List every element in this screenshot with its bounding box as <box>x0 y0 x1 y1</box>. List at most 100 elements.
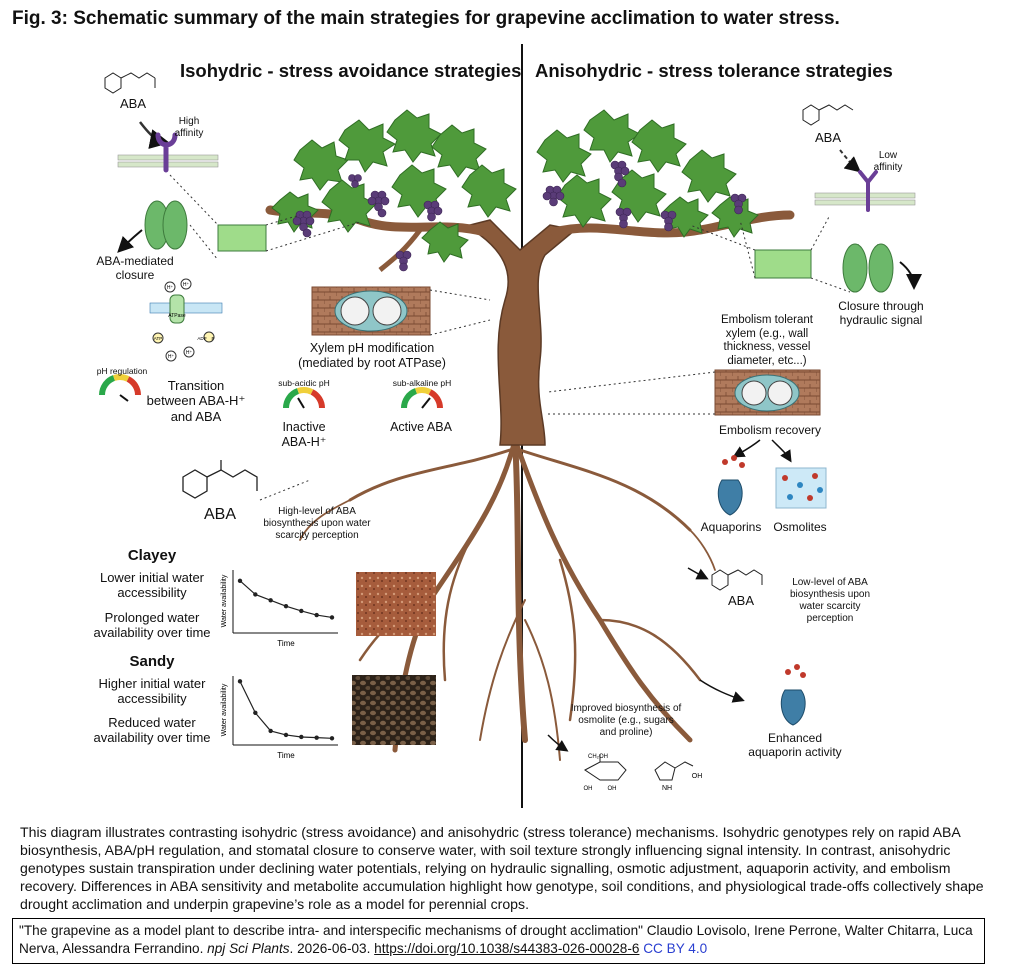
receptor-high-affinity-icon <box>155 132 178 173</box>
ph-gauge-acidic-icon <box>282 387 325 409</box>
aba-mediated-closure-label: ABA-mediated closure <box>96 254 174 283</box>
receptor-low-affinity-icon <box>858 170 878 212</box>
xylem-section-left-icon <box>311 286 431 336</box>
sandy-point-7 <box>329 736 335 741</box>
sandy-title: Sandy <box>129 653 175 670</box>
sandy-xlabel: Time <box>277 751 295 760</box>
sandy-line1: Higher initial water accessibility <box>98 676 206 707</box>
clayey-xlabel: Time <box>277 639 295 648</box>
atp-label: ATP <box>154 336 162 341</box>
citation-text: "The grapevine as a model plant to descr… <box>19 923 973 956</box>
aba-label-left: ABA <box>119 96 146 111</box>
aquaporins-label: Aquaporins <box>700 520 762 534</box>
citation-date: . 2026-06-03. <box>289 940 375 956</box>
clayey-ylabel: Water availability <box>221 574 228 627</box>
aba-large-label: ABA <box>203 506 236 523</box>
sandy-ylabel: Water availability <box>221 683 228 736</box>
clayey-point-6 <box>314 612 319 618</box>
osmolites-label: Osmolites <box>773 520 827 534</box>
transition-label: Transition between ABA-H⁺ and ABA <box>146 378 246 424</box>
aba-molecule-large-icon <box>182 460 258 499</box>
ph-regulation-label: pH regulation <box>96 366 148 376</box>
hydraulic-closure-label: Closure through hydraulic signal <box>838 299 924 328</box>
atpase-pump-icon <box>149 278 223 362</box>
license-link[interactable]: CC BY 4.0 <box>643 940 708 956</box>
sandy-point-6 <box>314 735 319 740</box>
sandy-series-line <box>239 681 333 739</box>
sandy-point-4 <box>283 732 289 738</box>
clayey-point-2 <box>253 592 258 597</box>
clay-soil-sample <box>356 572 436 636</box>
oh-label-2: OH <box>608 786 617 792</box>
left-canopy <box>271 109 517 263</box>
clayey-line2: Prolonged water availability over time <box>93 610 211 641</box>
h-ion-label-2: H⁺ <box>183 282 190 288</box>
sub-acidic-label: sub-acidic pH <box>278 378 330 388</box>
high-affinity-label: High affinity <box>174 116 204 139</box>
sandy-point-2 <box>253 710 258 716</box>
guard-cells-closed-icon <box>144 200 188 250</box>
low-affinity-label: Low affinity <box>873 150 903 173</box>
clayey-point-4 <box>283 604 289 609</box>
clayey-title: Clayey <box>127 547 177 564</box>
adp-label: ADP <box>197 336 206 341</box>
aba-molecule-right-icon <box>802 104 854 126</box>
osmolite-biosynthesis-label: Improved biosynthesis of osmolite (e.g.,… <box>570 703 682 738</box>
figure-title: Fig. 3: Schematic summary of the main st… <box>12 8 840 29</box>
clayey-point-5 <box>299 608 304 614</box>
xylem-section-right-icon <box>714 369 821 416</box>
ch2oh-label: CH₂OH <box>588 754 608 760</box>
clayey-line1: Lower initial water accessibility <box>99 570 205 601</box>
h-ion-label: H⁺ <box>167 285 174 291</box>
clayey-series-line <box>239 580 333 619</box>
sandy-chart: Time Water availability <box>221 676 338 760</box>
embolism-tolerant-label: Embolism tolerant xylem (e.g., wall thic… <box>720 314 814 367</box>
aba-molecule-lower-icon <box>711 569 763 591</box>
proline-molecule-icon <box>654 761 694 781</box>
sub-alkaline-label: sub-alkaline pH <box>392 378 452 388</box>
ph-gauge-left-icon <box>98 374 141 402</box>
right-branch <box>550 210 795 238</box>
h-ion-label-3: H⁺ <box>168 354 175 360</box>
high-aba-biosynthesis-label: High-level of ABA biosynthesis upon wate… <box>263 506 371 541</box>
oh-label-1: OH <box>584 786 593 792</box>
nh-label: NH <box>662 785 672 792</box>
clayey-point-7 <box>329 615 335 620</box>
h-ion-label-4: H⁺ <box>186 350 193 356</box>
right-panel-title: Anisohydric - stress tolerance strategie… <box>535 60 893 81</box>
clayey-point-3 <box>268 598 273 603</box>
citation-box: "The grapevine as a model plant to descr… <box>12 918 985 964</box>
sandy-point-3 <box>268 728 273 734</box>
sandy-point-1 <box>237 679 243 684</box>
osmolites-icon <box>775 467 827 509</box>
leaf-tissue-left <box>217 224 267 252</box>
aba-molecule-icon <box>104 72 156 94</box>
sand-soil-sample <box>352 675 436 745</box>
sandy-point-5 <box>299 734 304 740</box>
atpase-label: ATPase <box>168 313 186 319</box>
glucose-molecule-icon <box>584 754 627 781</box>
aquaporin-activity-label: Enhanced aquaporin activity <box>748 731 842 760</box>
leaf-tissue-right <box>754 249 812 279</box>
clayey-chart: Time Water availability <box>221 570 338 648</box>
grapevine-illustration: ATPase H⁺ H⁺ H⁺ H⁺ ATP ADP P <box>98 44 922 808</box>
membrane-right-icon <box>814 192 916 206</box>
right-canopy <box>536 109 759 238</box>
sandy-line2: Reduced water availability over time <box>93 715 211 746</box>
active-aba-label: Active ABA <box>390 420 452 434</box>
left-panel-title: Isohydric - stress avoidance strategies <box>180 60 522 81</box>
doi-link[interactable]: https://doi.org/10.1038/s44383-026-00028… <box>374 940 640 956</box>
clayey-point-1 <box>237 578 243 584</box>
aquaporin-activity-icon <box>780 664 806 726</box>
grape-clusters <box>292 160 747 272</box>
inactive-aba-label: Inactive ABA-H⁺ <box>281 420 327 449</box>
aquaporin-icon <box>717 455 745 516</box>
ph-gauge-alkaline-icon <box>400 387 443 409</box>
low-aba-biosynthesis-label: Low-level of ABA biosynthesis upon water… <box>789 577 871 624</box>
trunk <box>468 219 577 446</box>
aba-label-right: ABA <box>814 130 841 145</box>
aba-lower-label: ABA <box>727 593 754 608</box>
oh-label-3: OH <box>692 773 703 780</box>
embolism-recovery-label: Embolism recovery <box>718 423 822 437</box>
p-label: P <box>211 336 214 341</box>
